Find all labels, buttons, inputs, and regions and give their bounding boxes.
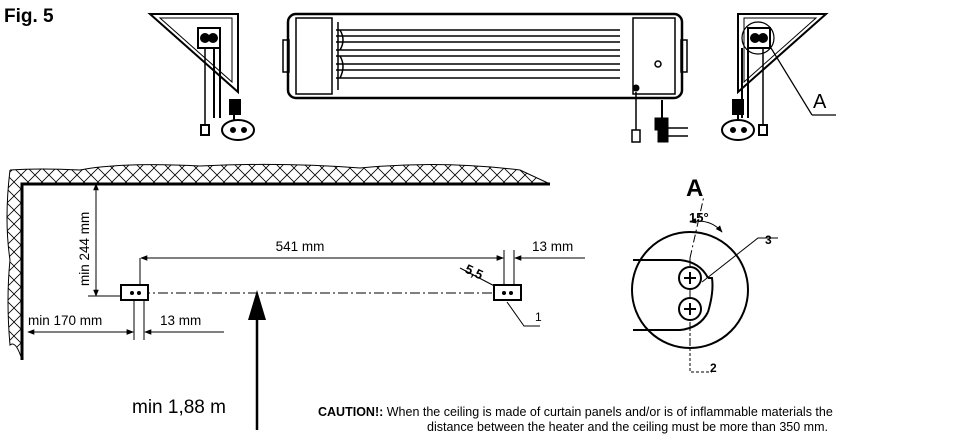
- caution-note: CAUTION!: When the ceiling is made of cu…: [300, 405, 955, 435]
- dim-244: min 244 mm: [77, 212, 92, 286]
- dim-541: 541 mm: [276, 239, 325, 254]
- heater-front-view: [282, 12, 688, 143]
- detail-a: [631, 195, 778, 373]
- callout-1: 1: [535, 310, 542, 324]
- dim-13-right: 13 mm: [532, 239, 573, 254]
- mounting-brackets: [120, 284, 522, 301]
- ceiling-wall: [6, 163, 551, 361]
- floor-height-label: min 1,88 m: [132, 397, 226, 418]
- dimension-lines: [27, 183, 585, 340]
- caution-line-2: distance between the heater and the ceil…: [427, 420, 828, 434]
- side-view-left: [147, 13, 255, 141]
- dim-hole-5-5: 5,5: [463, 261, 486, 282]
- figure-title: Fig. 5: [4, 6, 54, 27]
- caution-label: CAUTION!:: [318, 405, 384, 419]
- callout-2: 2: [710, 361, 717, 375]
- side-view-right: [721, 13, 836, 141]
- dim-13-left: 13 mm: [160, 313, 201, 328]
- detail-letter-large: A: [686, 175, 703, 202]
- detail-angle: 15°: [689, 210, 709, 225]
- dim-min-170: min 170 mm: [28, 313, 102, 328]
- detail-letter-side: A: [813, 91, 827, 113]
- caution-line-1: When the ceiling is made of curtain pane…: [386, 405, 833, 419]
- floor-height-arrow: [248, 290, 266, 430]
- callout-3: 3: [765, 233, 772, 247]
